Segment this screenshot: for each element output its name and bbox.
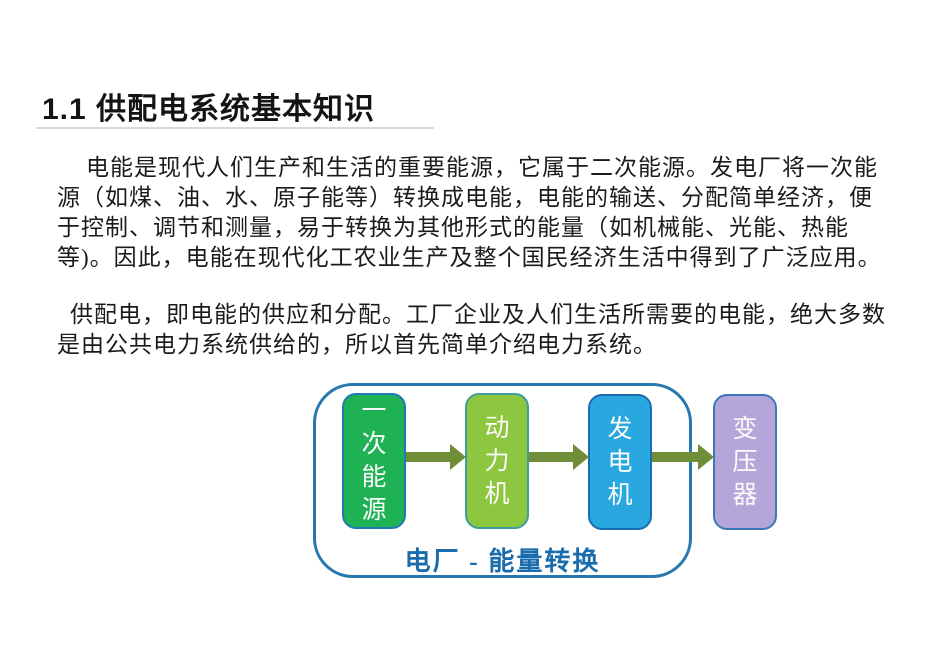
diagram-caption: 电厂 - 能量转换 xyxy=(404,547,601,576)
title-divider xyxy=(36,127,434,129)
arrow-shaft xyxy=(529,452,574,462)
paragraph-line: 供配电，即电能的供应和分配。工厂企业及人们生活所需要的电能，绝大多数 xyxy=(70,302,886,327)
paragraph-line: 于控制、调节和测量，易于转换为其他形式的能量（如机械能、光能、热能 xyxy=(57,215,849,240)
diagram-node-prime-mover: 动力机 xyxy=(465,393,529,529)
arrow-head xyxy=(573,444,589,470)
arrow-shaft xyxy=(652,452,699,462)
paragraph-line: 电能是现代人们生产和生活的重要能源，它属于二次能源。发电厂将一次能 xyxy=(86,155,878,180)
diagram-node-generator: 发电机 xyxy=(588,394,652,530)
paragraph-line: 等)。因此，电能在现代化工农业生产及整个国民经济生活中得到了广泛应用。 xyxy=(57,245,882,270)
paragraph-intro-electric-energy: 电能是现代人们生产和生活的重要能源，它属于二次能源。发电厂将一次能 源（如煤、油… xyxy=(57,153,917,273)
node-label: 发电机 xyxy=(607,415,633,509)
diagram-node-transformer: 变压器 xyxy=(713,394,777,530)
diagram-node-primary-energy: 一次能源 xyxy=(342,393,406,529)
node-label: 动力机 xyxy=(484,414,510,508)
node-label: 变压器 xyxy=(732,415,758,509)
flow-arrow-icon xyxy=(406,444,466,470)
flow-arrow-icon xyxy=(652,444,714,470)
arrow-head xyxy=(698,444,714,470)
arrow-head xyxy=(450,444,466,470)
flow-arrow-icon xyxy=(529,444,589,470)
power-plant-container-box xyxy=(313,383,692,578)
page-title: 1.1 供配电系统基本知识 xyxy=(42,93,376,126)
arrow-shaft xyxy=(406,452,451,462)
node-label: 一次能源 xyxy=(361,398,387,524)
paragraph-line: 源（如煤、油、水、原子能等）转换成电能，电能的输送、分配简单经济，便 xyxy=(57,185,873,210)
paragraph-line: 是由公共电力系统供给的，所以首先简单介绍电力系统。 xyxy=(57,332,657,357)
paragraph-power-supply: 供配电，即电能的供应和分配。工厂企业及人们生活所需要的电能，绝大多数 是由公共电… xyxy=(57,300,917,360)
